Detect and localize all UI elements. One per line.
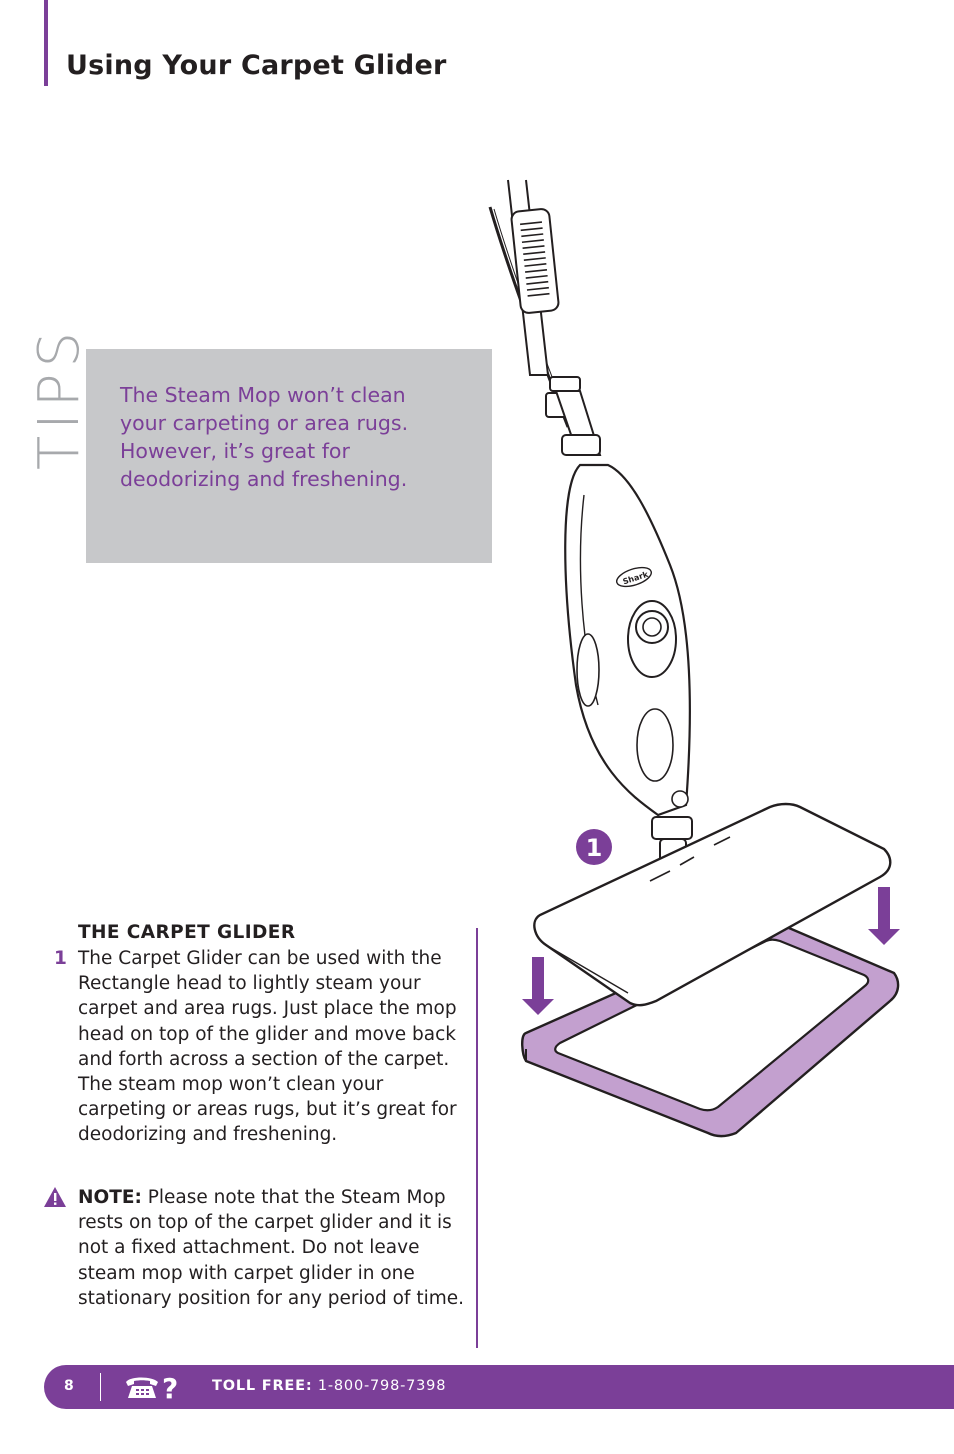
note-body: Please note that the Steam Mop rests on … [78, 1187, 465, 1309]
step-number: 1 [54, 948, 67, 969]
page-title: Using Your Carpet Glider [66, 50, 447, 81]
footer-bar: 8 ? TOLL FREE: 1-800-798-7398 [44, 1365, 954, 1409]
tips-box: The Steam Mop won’t clean your carpeting… [86, 349, 492, 563]
note-block: NOTE: Please note that the Steam Mop res… [44, 1185, 474, 1311]
step-text: The Carpet Glider can be used with the R… [78, 948, 457, 1146]
tips-label: TIPS [27, 325, 92, 470]
section-divider [476, 928, 478, 1348]
note-label: NOTE: [78, 1187, 142, 1208]
steam-mop-illustration: Shark 1 [488, 179, 900, 1138]
svg-text:?: ? [162, 1372, 178, 1402]
tips-text: The Steam Mop won’t clean your carpeting… [120, 383, 409, 491]
callout-number: 1 [586, 834, 603, 862]
section-heading: THE CARPET GLIDER [78, 922, 296, 943]
footer-separator [100, 1373, 101, 1401]
phone-help-icon: ? [126, 1372, 178, 1402]
callout-badge [576, 829, 612, 865]
step-1: 1 The Carpet Glider can be used with the… [54, 946, 474, 1148]
page-number: 8 [64, 1378, 74, 1394]
warning-icon [44, 1187, 66, 1207]
toll-free-label: TOLL FREE: [212, 1378, 313, 1394]
header-accent-rule [44, 0, 48, 86]
note-text: NOTE: Please note that the Steam Mop res… [78, 1185, 474, 1311]
toll-free-number: 1-800-798-7398 [312, 1378, 447, 1394]
toll-free-line: TOLL FREE: 1-800-798-7398 [212, 1378, 446, 1394]
down-arrow-icon [522, 887, 900, 1015]
